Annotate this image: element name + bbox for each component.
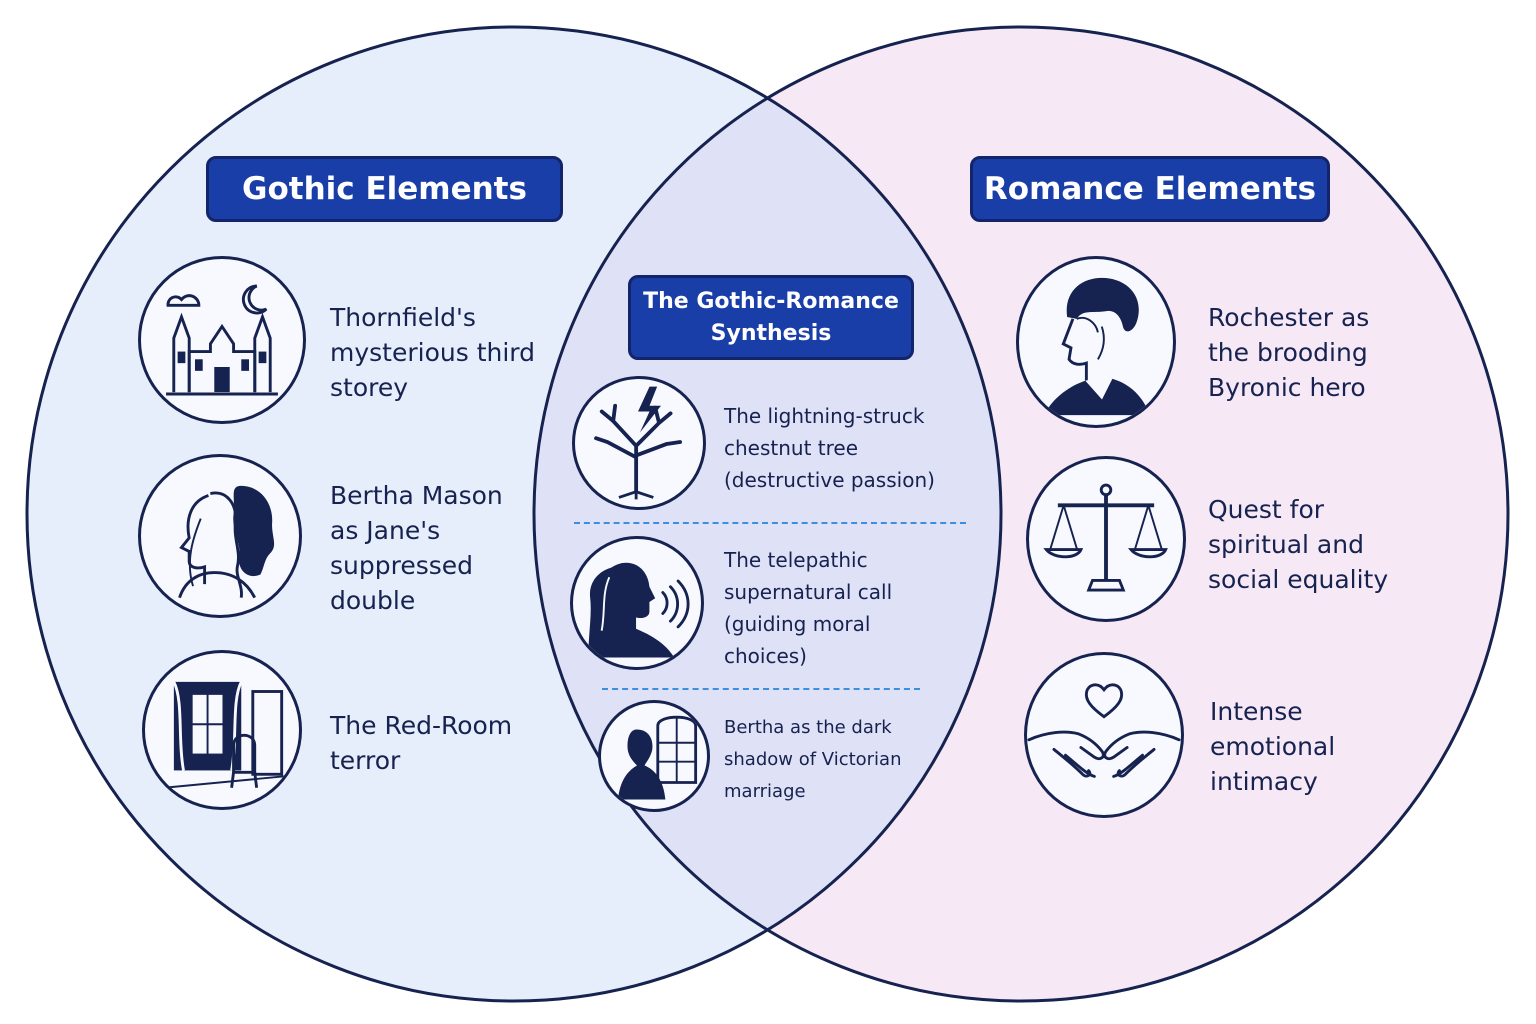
synthesis-divider-1 [574, 522, 966, 524]
double-profile-icon [138, 454, 302, 618]
gothic-item-3-label: The Red-Room terror [330, 711, 513, 775]
scales-icon [1026, 456, 1186, 622]
castle-icon [138, 256, 306, 424]
romance-circle-outline [532, 25, 1510, 1003]
romance-item-3-label: Intense emotional intimacy [1210, 697, 1336, 796]
red-room-icon [142, 650, 302, 810]
overlap-region [534, 27, 1001, 1001]
gothic-circle-outline [25, 25, 1003, 1003]
hands-heart-icon [1024, 652, 1184, 818]
romance-title: Romance Elements [970, 156, 1330, 222]
romance-item-1-label: Rochester as the brooding Byronic hero [1208, 303, 1370, 402]
byronic-hero-icon [1016, 256, 1176, 428]
window-shadow-icon [598, 700, 710, 812]
synthesis-item-1-label: The lightning-struck chestnut tree (dest… [724, 404, 935, 492]
telepathic-call-icon [570, 536, 704, 670]
synthesis-title: The Gothic-Romance Synthesis [628, 275, 914, 360]
synthesis-divider-2 [602, 688, 920, 690]
romance-item-2-label: Quest for spiritual and social equality [1208, 495, 1389, 594]
gothic-item-1-label: Thornfield's mysterious third storey [330, 303, 535, 402]
gothic-item-2-label: Bertha Mason as Jane's suppressed double [330, 481, 503, 615]
synthesis-item-3-label: Bertha as the dark shadow of Victorian m… [724, 717, 902, 802]
gothic-title: Gothic Elements [206, 156, 563, 222]
lightning-tree-icon [572, 376, 706, 510]
synthesis-item-2-label: The telepathic supernatural call (guidin… [724, 548, 893, 668]
